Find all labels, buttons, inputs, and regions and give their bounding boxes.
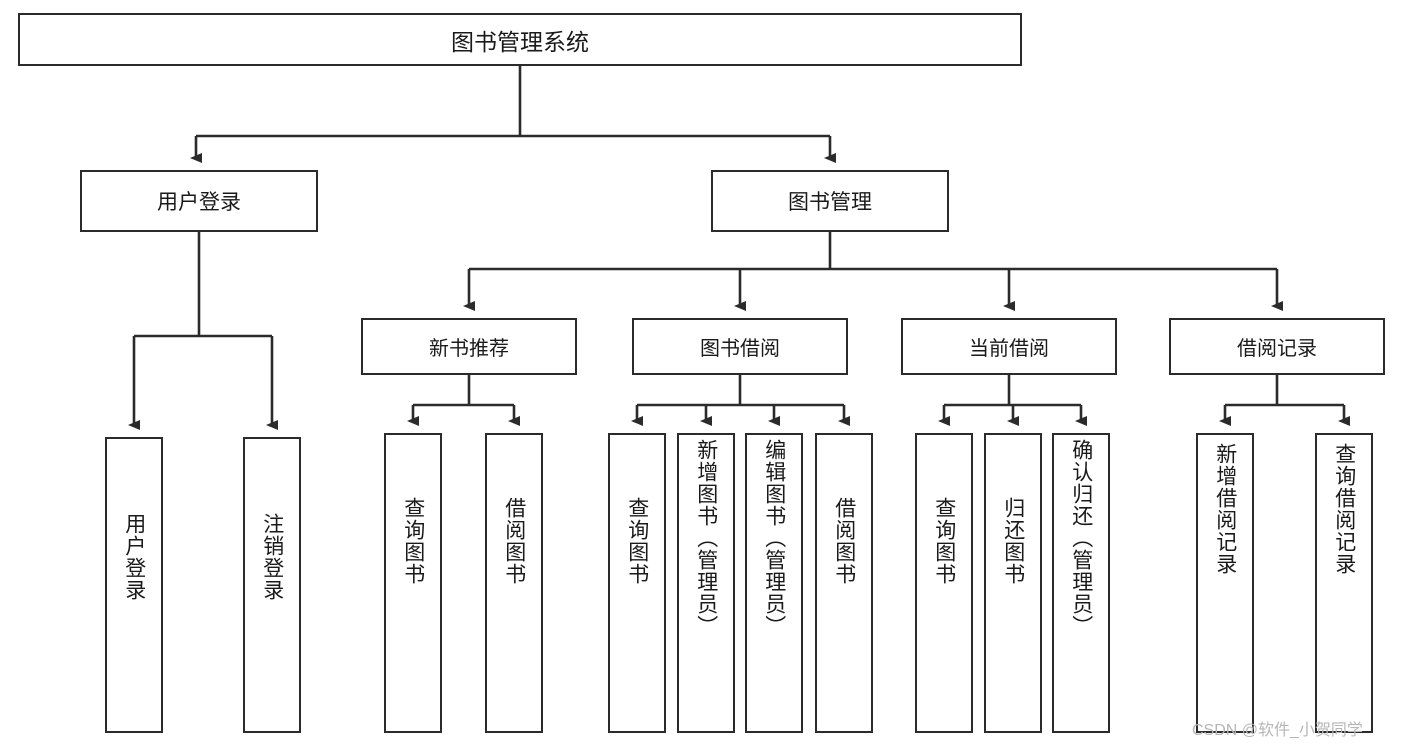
leaf-confirm-return[interactable]: 确认归还（管理员） (1052, 433, 1110, 733)
leaf-return-book[interactable]: 归还图书 (984, 433, 1042, 733)
leaf-query-book-2-label: 查询图书 (625, 497, 649, 585)
leaf-edit-book-label: 编辑图书（管理员） (762, 439, 786, 637)
node-borrow-record[interactable]: 借阅记录 (1169, 318, 1385, 375)
leaf-borrow-book-2[interactable]: 借阅图书 (815, 433, 873, 733)
leaf-borrow-book-2-label: 借阅图书 (832, 497, 856, 585)
node-user-login[interactable]: 用户登录 (80, 170, 318, 232)
node-new-book-recommend-label: 新书推荐 (429, 338, 509, 360)
leaf-logout[interactable]: 注销登录 (243, 437, 301, 733)
leaf-query-book-1[interactable]: 查询图书 (384, 433, 442, 733)
node-book-manage[interactable]: 图书管理 (711, 170, 949, 232)
leaf-user-login[interactable]: 用户登录 (105, 437, 163, 733)
leaf-query-record-label: 查询借阅记录 (1332, 443, 1356, 575)
leaf-borrow-book-1-label: 借阅图书 (502, 497, 526, 585)
node-book-manage-label: 图书管理 (788, 191, 872, 214)
leaf-query-book-3-label: 查询图书 (932, 497, 956, 585)
node-root-label: 图书管理系统 (451, 28, 589, 55)
node-current-borrow[interactable]: 当前借阅 (901, 318, 1117, 375)
leaf-query-record[interactable]: 查询借阅记录 (1315, 433, 1373, 733)
leaf-add-book-label: 新增图书（管理员） (694, 439, 718, 637)
node-book-borrow-label: 图书借阅 (700, 338, 780, 360)
leaf-logout-label: 注销登录 (260, 513, 284, 601)
node-current-borrow-label: 当前借阅 (969, 338, 1049, 360)
leaf-query-book-2[interactable]: 查询图书 (608, 433, 666, 733)
node-user-login-label: 用户登录 (157, 191, 241, 214)
leaf-user-login-label: 用户登录 (122, 513, 146, 601)
leaf-return-book-label: 归还图书 (1001, 497, 1025, 585)
leaf-borrow-book-1[interactable]: 借阅图书 (485, 433, 543, 733)
leaf-add-record[interactable]: 新增借阅记录 (1196, 433, 1254, 733)
leaf-edit-book[interactable]: 编辑图书（管理员） (745, 433, 803, 733)
csdn-watermark: CSDN @软件_小贺同学 (1192, 722, 1363, 739)
node-root[interactable]: 图书管理系统 (18, 13, 1022, 66)
leaf-add-record-label: 新增借阅记录 (1213, 443, 1237, 575)
node-borrow-record-label: 借阅记录 (1237, 338, 1317, 360)
leaf-query-book-3[interactable]: 查询图书 (915, 433, 973, 733)
node-new-book-recommend[interactable]: 新书推荐 (361, 318, 577, 375)
leaf-add-book[interactable]: 新增图书（管理员） (677, 433, 735, 733)
leaf-confirm-return-label: 确认归还（管理员） (1069, 439, 1093, 637)
node-book-borrow[interactable]: 图书借阅 (632, 318, 848, 375)
leaf-query-book-1-label: 查询图书 (401, 497, 425, 585)
